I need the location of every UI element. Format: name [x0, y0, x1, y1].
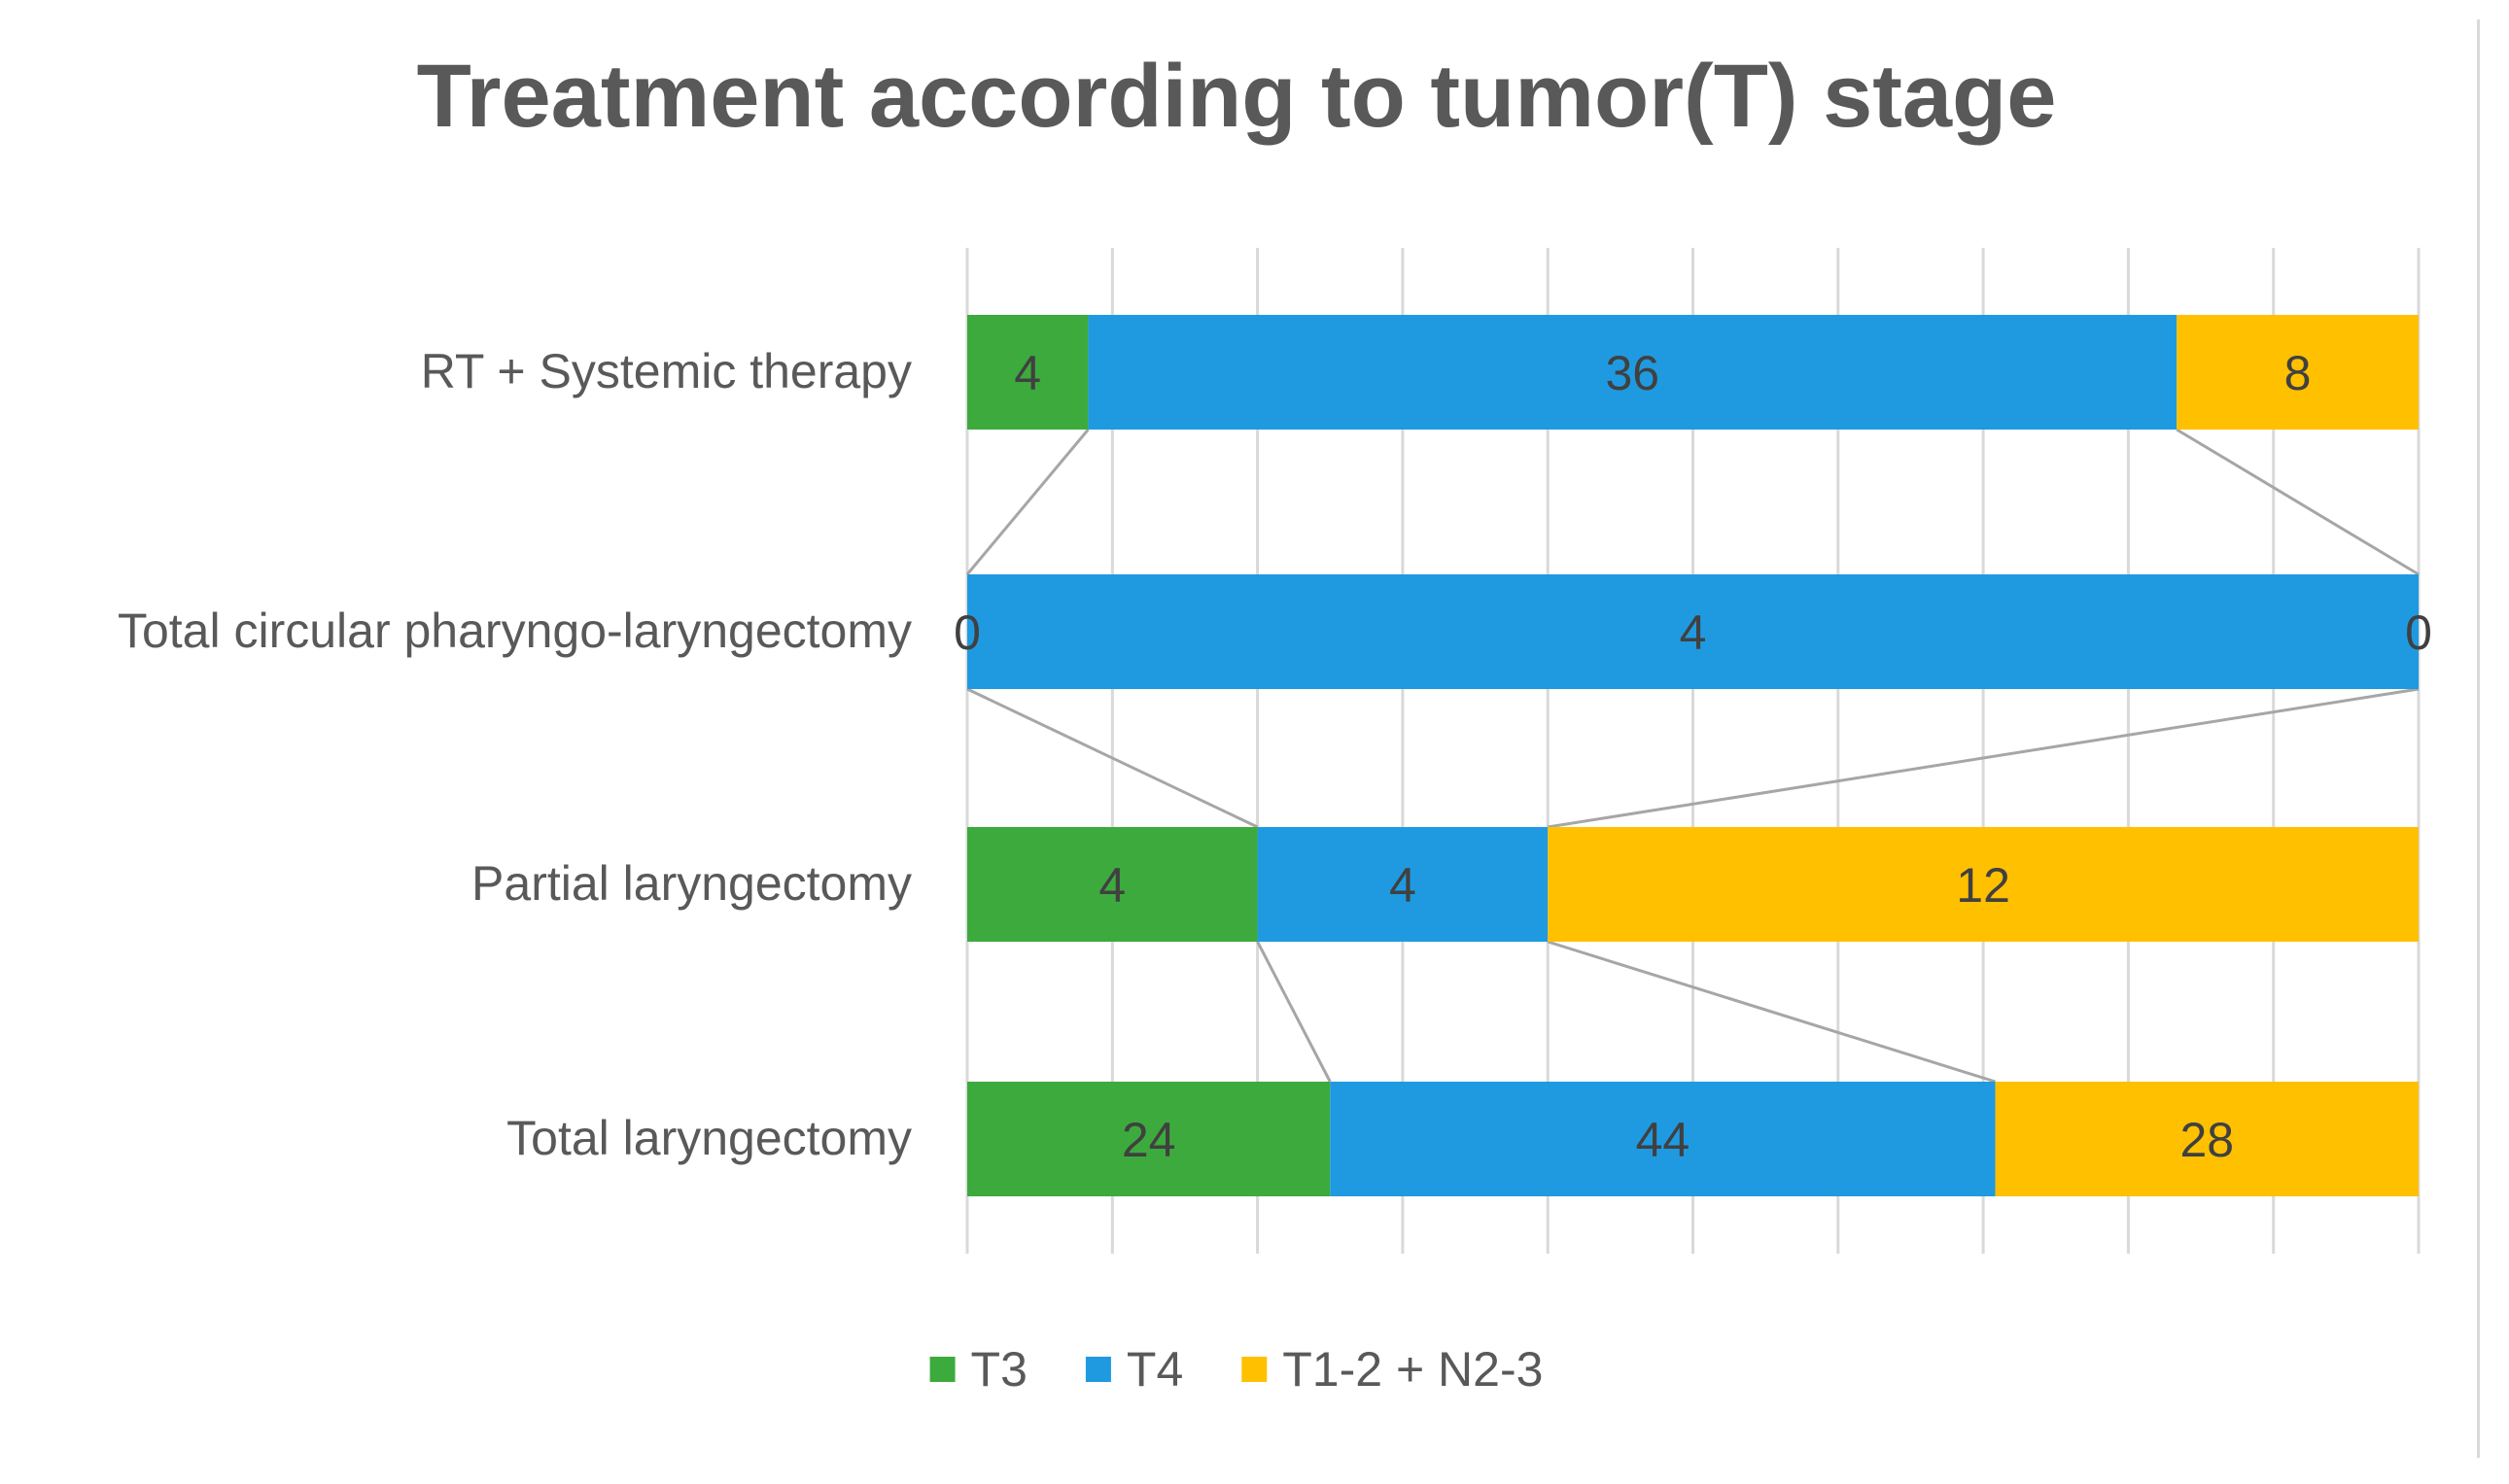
chart-title: Treatment according to tumor(T) stage	[417, 47, 2057, 146]
series-line	[2176, 428, 2420, 576]
series-line	[1547, 687, 2420, 829]
data-label: 8	[2284, 346, 2312, 400]
category-label: RT + Systemic therapy	[421, 344, 912, 398]
legend-label: T3	[971, 1342, 1028, 1397]
data-label: 4	[1014, 346, 1041, 400]
category-label: Total circular pharyngo-laryngectomy	[118, 604, 912, 658]
bar-segment	[967, 827, 1258, 942]
series-line	[1256, 941, 1332, 1083]
bar-segment	[967, 1082, 1331, 1196]
series-line	[965, 429, 1090, 575]
data-label: 4	[1389, 858, 1416, 913]
chart-border	[2477, 19, 2480, 1458]
legend-swatch	[1241, 1357, 1268, 1382]
data-label: 36	[1605, 346, 1659, 400]
bar-segment	[1257, 827, 1549, 942]
bar-segment	[1088, 315, 2178, 430]
legend: T3 T4 T1-2 + N2-3	[929, 1342, 1543, 1397]
legend-label: T4	[1127, 1342, 1183, 1397]
data-label: 12	[1956, 858, 2010, 913]
legend-label: T1-2 + N2-3	[1282, 1342, 1543, 1397]
data-label: 4	[1098, 858, 1126, 913]
data-label: 44	[1636, 1113, 1690, 1167]
series-lines	[965, 428, 2420, 1084]
bar-segment	[1330, 1082, 1996, 1196]
category-label: Partial laryngectomy	[471, 856, 912, 911]
legend-swatch	[1085, 1357, 1111, 1382]
bar-segment	[967, 315, 1089, 430]
series-line	[1547, 940, 1996, 1084]
bar-segment	[1995, 1082, 2419, 1196]
bars	[967, 315, 2419, 1196]
data-label: 24	[1122, 1113, 1176, 1167]
legend-swatch	[929, 1357, 956, 1382]
data-label: 0	[954, 605, 981, 660]
bar-segment	[2177, 315, 2419, 430]
data-label: 4	[1680, 605, 1707, 660]
series-line	[966, 687, 1259, 829]
category-label: Total laryngectomy	[506, 1111, 912, 1165]
bar-segment	[1548, 827, 2419, 942]
data-label: 0	[2405, 605, 2432, 660]
bar-segment	[967, 574, 2419, 689]
data-label: 28	[2179, 1113, 2234, 1167]
